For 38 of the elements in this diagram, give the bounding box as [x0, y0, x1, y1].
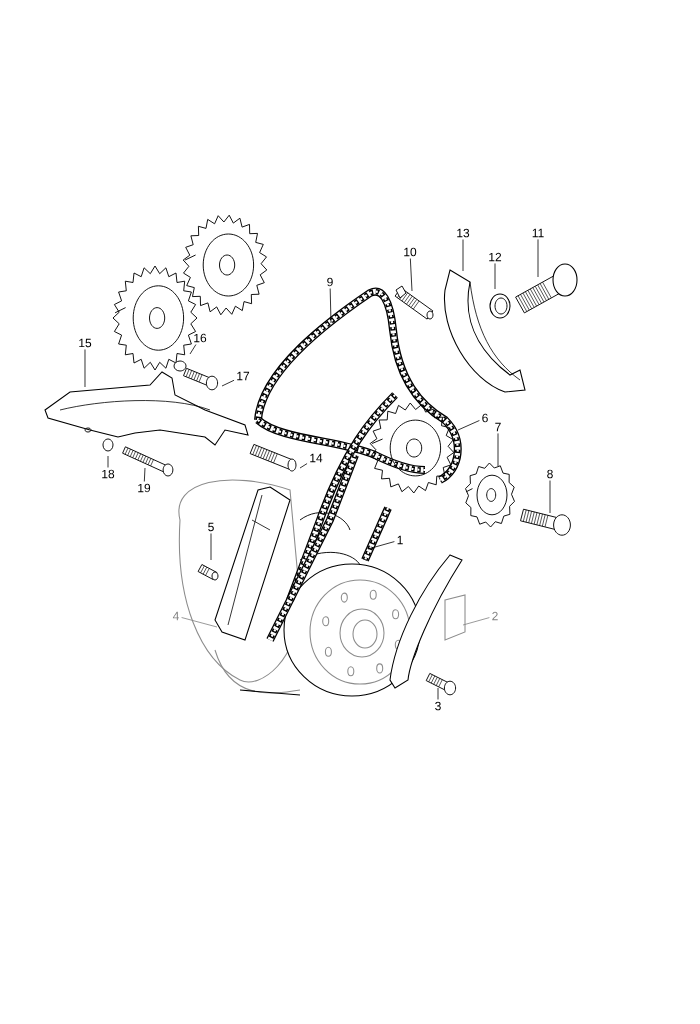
callout-number: 15	[79, 338, 92, 348]
callout-number: 5	[208, 522, 214, 532]
leader-line	[299, 463, 308, 469]
callout-number: 8	[547, 469, 553, 479]
callout-number: 10	[404, 247, 417, 257]
callout-number: 16	[194, 333, 207, 343]
callout-number: 12	[489, 252, 502, 262]
leader-line	[367, 541, 395, 550]
callout-number: 19	[138, 483, 151, 493]
callout-number: 4	[172, 611, 179, 621]
leader-line	[549, 480, 551, 514]
callout-number: 7	[495, 422, 501, 432]
leader-line	[210, 533, 212, 561]
callout-number: 9	[327, 277, 333, 287]
leader-line	[537, 239, 539, 278]
leader-line	[437, 687, 439, 700]
leader-line	[221, 379, 235, 387]
leader-line	[457, 420, 480, 431]
leader-line	[494, 263, 496, 290]
callout-number: 18	[102, 469, 115, 479]
leader-line	[189, 344, 197, 355]
leader-line	[143, 467, 146, 482]
callout-number: 13	[457, 228, 470, 238]
leader-line	[462, 617, 490, 626]
callout-number: 17	[237, 371, 250, 381]
callout-number: 11	[532, 228, 544, 238]
leader-line	[84, 349, 86, 388]
leader-line	[462, 239, 464, 272]
callout-number: 14	[310, 453, 323, 463]
callout-number: 3	[435, 701, 441, 711]
callout-number: 2	[492, 611, 498, 621]
callout-number: 1	[397, 535, 403, 545]
leader-line	[107, 455, 109, 468]
leader-line	[329, 288, 332, 324]
leader-line	[409, 258, 413, 292]
callout-number: 6	[482, 413, 488, 423]
leader-line	[181, 617, 218, 628]
leader-line	[497, 433, 499, 467]
